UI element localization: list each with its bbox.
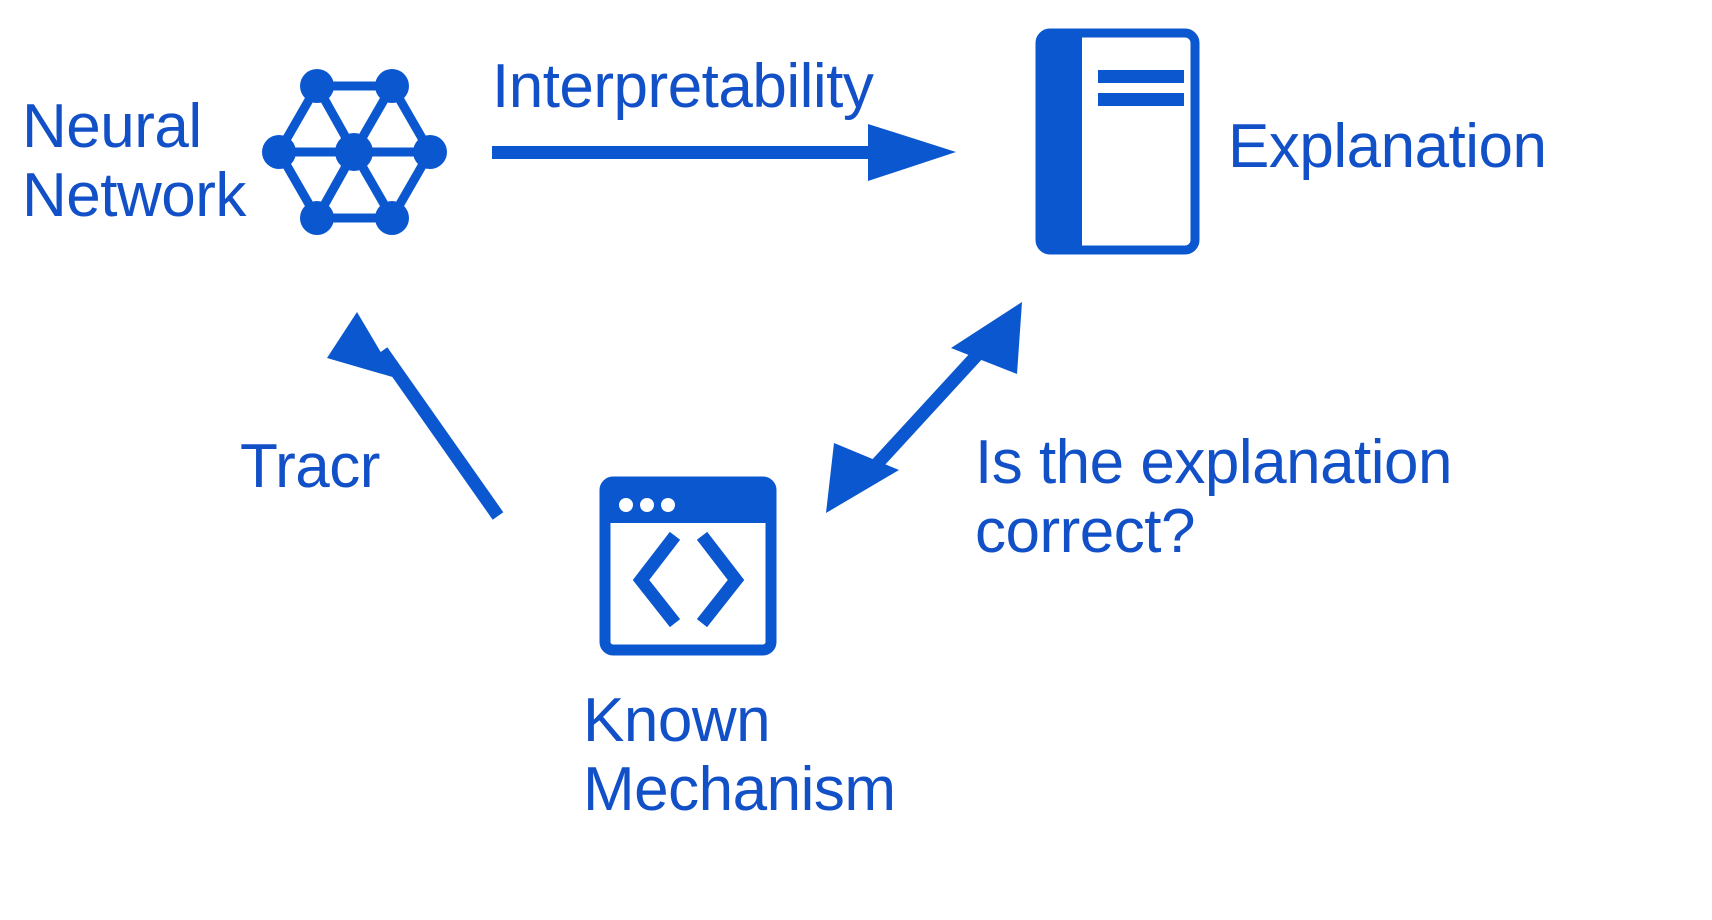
verification-question-line1: Is the explanation: [975, 428, 1453, 497]
verification-question-line2: correct?: [975, 497, 1195, 567]
tracr-label: Tracr: [240, 432, 380, 501]
known-mechanism-label-line1: Known: [583, 686, 771, 755]
window-dot: [640, 498, 654, 512]
window-dot: [661, 498, 675, 512]
code-window-icon: [599, 476, 777, 656]
window-dot: [619, 498, 633, 512]
neural-network-hexagon-graph-icon: [262, 69, 447, 235]
tracr-arrow: [327, 312, 504, 520]
document-book-icon: [1035, 28, 1200, 255]
neural-network-label-line1: Neural: [22, 92, 202, 161]
explanation-label: Explanation: [1228, 112, 1547, 181]
known-mechanism-label-line2: Mechanism: [583, 755, 896, 825]
interpretability-arrow: [492, 124, 956, 181]
interpretability-label: Interpretability: [492, 52, 874, 121]
verification-double-arrow: [826, 302, 1022, 513]
neural-network-label-line2: Network: [22, 161, 246, 231]
